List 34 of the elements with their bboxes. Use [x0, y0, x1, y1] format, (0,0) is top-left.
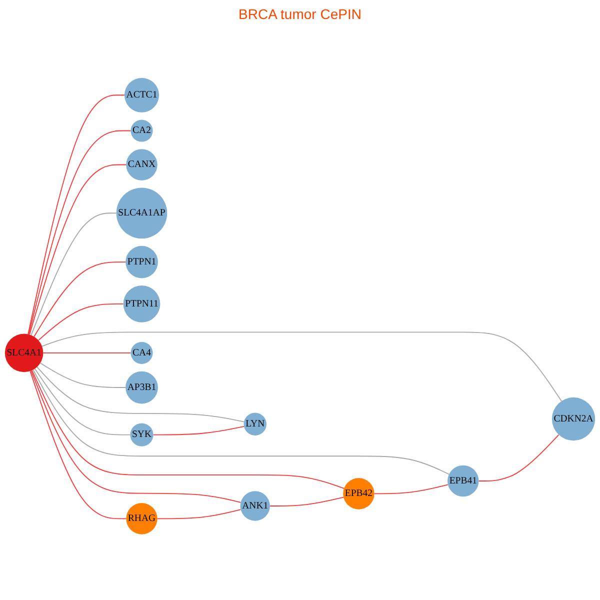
node-circle: EPB41 — [448, 466, 479, 498]
node-circle: EPB42 — [343, 478, 374, 510]
node-circle: ANK1 — [240, 492, 270, 522]
node-circle: CANX — [126, 150, 158, 181]
node-circle: LYN — [244, 413, 266, 436]
node-circle: ACTC1 — [124, 78, 160, 113]
node-circle: RHAG — [126, 503, 158, 535]
connector — [40, 363, 126, 388]
node-circle: AP3B1 — [126, 372, 158, 404]
connector — [152, 426, 244, 436]
connector — [36, 366, 244, 423]
node-circle: CA4 — [130, 342, 153, 364]
node-circle: CDKN2A — [552, 398, 596, 442]
connector — [28, 130, 132, 336]
node-circle: SLC4A1AP — [116, 188, 168, 239]
connector — [30, 213, 117, 336]
connector — [34, 262, 126, 338]
node-circle: SLC4A1 — [4, 334, 44, 373]
connector — [269, 497, 344, 507]
node-circle: CA2 — [130, 120, 153, 142]
connector — [374, 484, 448, 495]
connector — [42, 352, 132, 354]
connector — [478, 434, 560, 482]
node-circle: SYK — [130, 424, 154, 447]
connector — [42, 332, 562, 402]
connector — [30, 371, 127, 520]
diagram-title: BRCA tumor CePIN — [238, 6, 362, 22]
connector — [28, 95, 125, 336]
node-circle: PTPN11 — [123, 286, 160, 323]
node-circle: PTPN1 — [126, 246, 158, 279]
connector — [29, 164, 127, 336]
connector — [156, 509, 242, 520]
connector — [34, 368, 131, 436]
connector — [38, 304, 124, 342]
